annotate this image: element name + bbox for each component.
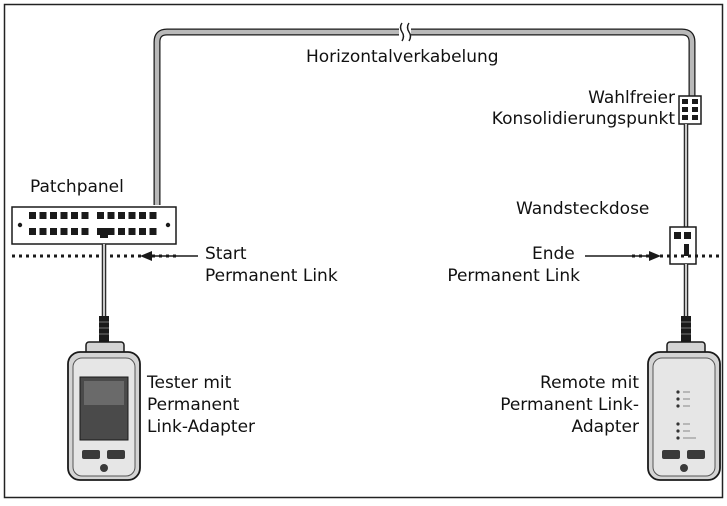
end-label-line2: Permanent Link [447, 266, 580, 286]
patch-panel-port [60, 228, 68, 235]
consolidation-point-label-line2: Konsolidierungspunkt [491, 109, 675, 129]
start-label-line2: Permanent Link [205, 266, 338, 286]
patch-panel-port [107, 212, 115, 219]
tester-cable [100, 228, 108, 318]
consolidation-point-label-line1: Wahlfreier [588, 88, 675, 108]
tester-label-line3: Link-Adapter [147, 417, 256, 437]
patch-panel-port [139, 212, 146, 219]
tester-label-line2: Permanent [147, 395, 240, 415]
patch-panel-port [81, 212, 89, 219]
remote-cable-boot [681, 316, 691, 346]
patch-panel-port [71, 228, 78, 235]
patch-panel-port [39, 228, 47, 235]
remote-label-line3: Adapter [571, 417, 639, 437]
tester-cable-boot [99, 316, 109, 346]
patch-panel-port [97, 212, 104, 219]
patch-panel-port [81, 228, 89, 235]
patch-panel-port [71, 212, 78, 219]
wall-outlet-label: Wandsteckdose [516, 199, 650, 219]
start-arrow [140, 251, 198, 261]
patch-panel-port [128, 228, 136, 235]
patch-panel-port [128, 212, 136, 219]
patch-panel-port [29, 212, 36, 219]
patch-panel-label: Patchpanel [30, 177, 124, 197]
horizontal-cable [153, 22, 696, 205]
patch-panel-port [107, 228, 115, 235]
patch-panel-port [60, 212, 68, 219]
remote-label-line1: Remote mit [540, 373, 639, 393]
consolidation-point [678, 95, 702, 125]
patch-panel-port [149, 212, 157, 219]
remote-device [647, 341, 721, 481]
patch-panel [11, 206, 177, 245]
horizontal-cabling-label: Horizontalverkabelung [306, 47, 499, 67]
patch-panel-port [50, 228, 57, 235]
end-arrow [585, 251, 661, 261]
end-label-line1: Ende [532, 244, 575, 264]
tester-device [67, 341, 141, 481]
patch-panel-port [139, 228, 146, 235]
wall-outlet [669, 226, 697, 265]
patch-panel-port [118, 228, 125, 235]
diagram-frame [3, 3, 724, 499]
patch-panel-port [118, 212, 125, 219]
patch-panel-port [39, 212, 47, 219]
patch-panel-port [149, 228, 157, 235]
tester-label-line1: Tester mit [147, 373, 232, 393]
remote-label-line2: Permanent Link- [500, 395, 639, 415]
patch-panel-port [29, 228, 36, 235]
patch-panel-port [50, 212, 57, 219]
start-label-line1: Start [205, 244, 247, 264]
